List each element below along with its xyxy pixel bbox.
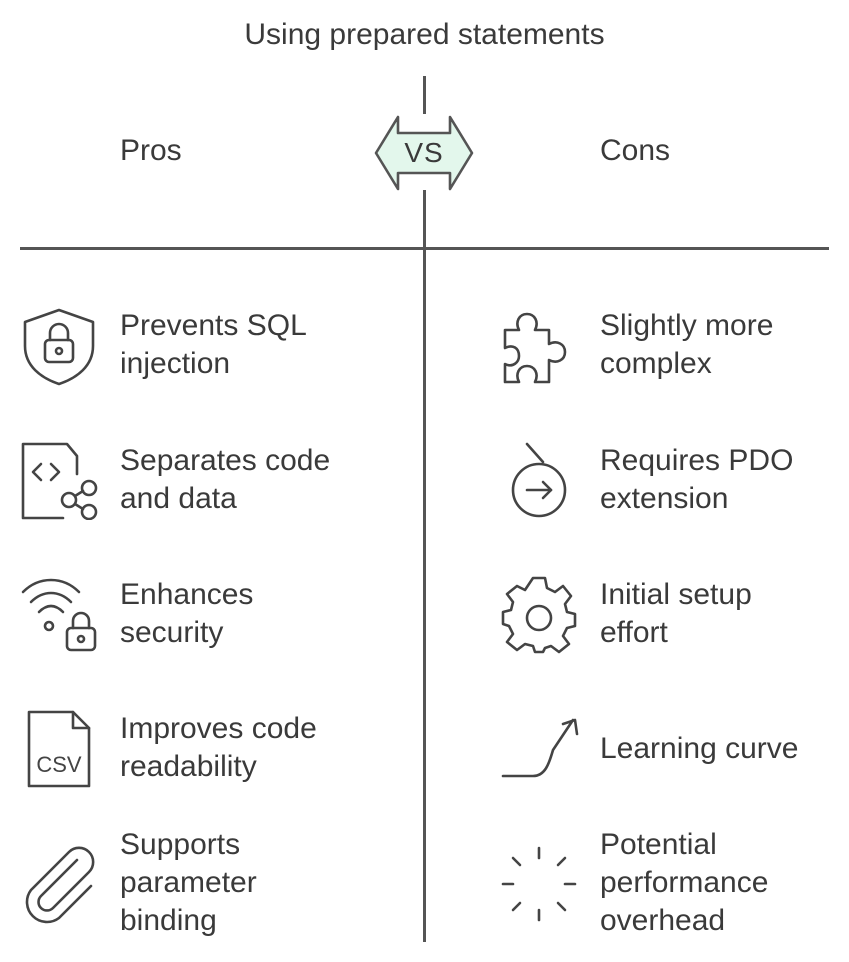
code-share-icon bbox=[19, 440, 99, 520]
con-item-5: Potential performance overhead bbox=[600, 826, 768, 940]
puzzle-icon bbox=[499, 306, 579, 386]
con-item-1: Slightly more complex bbox=[600, 307, 773, 383]
gear-icon bbox=[499, 574, 579, 654]
circle-arrow-icon bbox=[499, 440, 579, 520]
center-divider bbox=[423, 190, 426, 942]
pro-item-5: Supports parameter binding bbox=[120, 826, 257, 940]
pros-heading: Pros bbox=[120, 134, 182, 167]
shield-lock-icon bbox=[19, 306, 99, 386]
pro-item-label: Supports parameter binding bbox=[120, 828, 257, 937]
con-item-label: Learning curve bbox=[600, 732, 799, 765]
con-item-label: Potential performance overhead bbox=[600, 828, 769, 937]
con-item-label: Requires PDO extension bbox=[600, 444, 794, 515]
pro-item-2: Separates code and data bbox=[120, 442, 330, 518]
pro-item-3: Enhances security bbox=[120, 576, 253, 652]
con-item-label: Initial setup effort bbox=[600, 578, 752, 649]
csv-file-icon: CSV bbox=[19, 708, 99, 788]
pro-item-4: Improves code readability bbox=[120, 710, 317, 786]
vs-label: VS bbox=[404, 137, 444, 168]
con-item-label: Slightly more complex bbox=[600, 309, 774, 380]
pro-item-label: Prevents SQL injection bbox=[120, 309, 307, 380]
center-divider-top bbox=[423, 76, 426, 114]
pro-item-1: Prevents SQL injection bbox=[120, 307, 307, 383]
pro-item-label: Enhances security bbox=[120, 578, 254, 649]
con-item-2: Requires PDO extension bbox=[600, 442, 793, 518]
diagram-title: Using prepared statements bbox=[244, 18, 605, 51]
wifi-lock-icon bbox=[19, 574, 99, 654]
cons-heading: Cons bbox=[600, 134, 671, 167]
curve-arrow-icon bbox=[499, 714, 579, 794]
con-item-3: Initial setup effort bbox=[600, 576, 752, 652]
con-item-4: Learning curve bbox=[600, 730, 798, 768]
pro-item-label: Separates code and data bbox=[120, 444, 331, 515]
paperclip-icon bbox=[19, 844, 99, 924]
svg-text:CSV: CSV bbox=[36, 752, 82, 777]
loading-icon bbox=[499, 844, 579, 924]
vs-badge bbox=[374, 115, 474, 191]
header-divider bbox=[20, 247, 829, 250]
pro-item-label: Improves code readability bbox=[120, 712, 317, 783]
